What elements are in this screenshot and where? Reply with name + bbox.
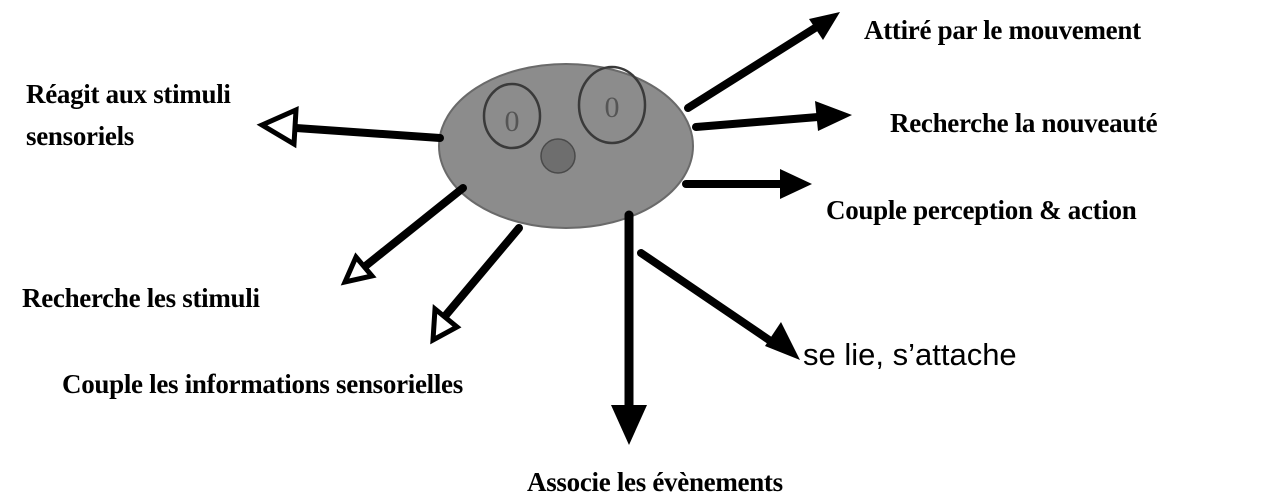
label-attire: Attiré par le mouvement xyxy=(864,15,1141,45)
arrow-recherche-stimuli xyxy=(345,188,463,282)
label-se-lie: se lie, s’attache xyxy=(803,337,1017,372)
arrow-recherche-nouveaute xyxy=(696,101,852,131)
label-reagit-line1: Réagit aux stimuli xyxy=(26,79,231,109)
arrow-couple-perception xyxy=(686,169,812,199)
label-couple-perception: Couple perception & action xyxy=(826,195,1137,225)
label-recherche-stimuli: Recherche les stimuli xyxy=(22,283,260,313)
label-associe: Associe les évènements xyxy=(527,467,783,497)
creature: 0 0 xyxy=(439,64,693,228)
label-couple-informations: Couple les informations sensorielles xyxy=(62,369,463,399)
arrow-attire xyxy=(688,12,840,108)
arrow-reagit xyxy=(262,110,440,144)
left-pupil: 0 xyxy=(505,105,520,138)
label-recherche-nouveaute: Recherche la nouveauté xyxy=(890,108,1158,138)
arrow-couple-informations xyxy=(433,228,519,340)
label-reagit-line2: sensoriels xyxy=(26,121,134,151)
arrow-se-lie xyxy=(641,253,800,360)
nose xyxy=(541,139,575,173)
right-pupil: 0 xyxy=(605,91,620,124)
